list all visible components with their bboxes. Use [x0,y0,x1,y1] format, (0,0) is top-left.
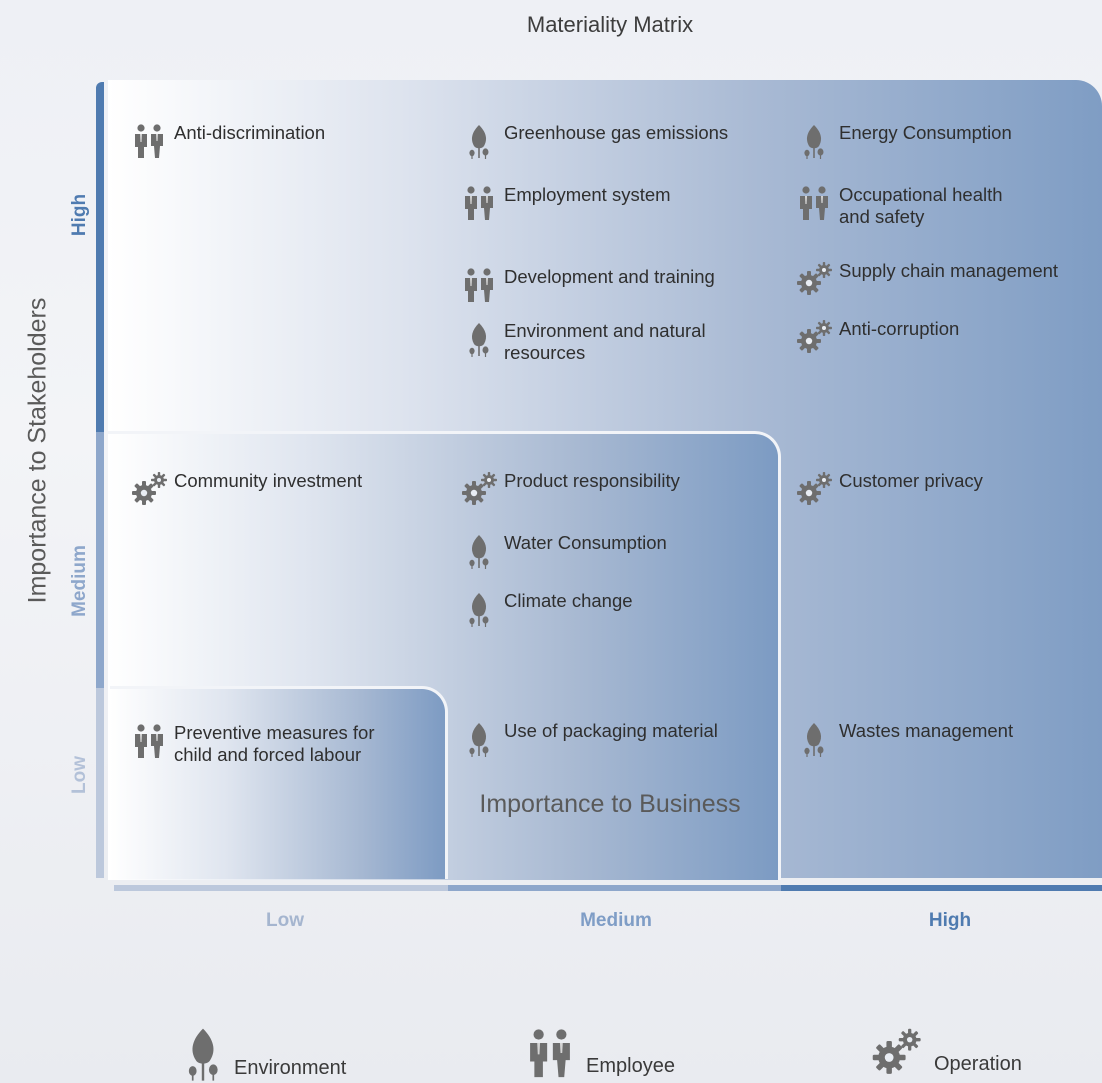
environment-icon [795,122,833,160]
employee-icon [522,1026,578,1080]
y-level-high: High [69,193,90,237]
operation-icon [795,260,833,298]
item-employment-system: Employment system [460,184,671,222]
operation-icon [460,470,498,508]
legend-operation: Operation [866,1026,1022,1078]
item-water-consumption: Water Consumption [460,532,667,570]
item-community-investment: Community investment [130,470,362,508]
x-axis-title: Importance to Business [479,790,741,818]
legend-environment: Environment [180,1026,346,1082]
region-low-business [110,686,448,879]
x-level-high: High [928,910,972,931]
environment-icon [180,1026,226,1082]
employee-icon [795,184,833,222]
item-preventive-measures: Preventive measures for child and forced… [130,722,375,766]
x-level-low: Low [266,910,304,931]
y-axis-medium-segment [96,432,104,688]
employee-icon [460,266,498,304]
item-wastes-management: Wastes management [795,720,1013,758]
item-customer-privacy: Customer privacy [795,470,983,508]
legend-employee: Employee [522,1026,675,1080]
x-level-medium: Medium [580,910,652,931]
item-greenhouse-gas-emissions: Greenhouse gas emissions [460,122,728,160]
x-axis-low-segment [114,885,448,891]
item-anti-discrimination: Anti-discrimination [130,122,325,160]
x-axis-medium-segment [448,885,781,891]
chart-title: Materiality Matrix [526,12,694,37]
employee-icon [460,184,498,222]
item-anti-corruption: Anti-corruption [795,318,959,356]
item-supply-chain-management: Supply chain management [795,260,1058,298]
item-energy-consumption: Energy Consumption [795,122,1012,160]
item-environment-and-natural-resources: Environment and natural resources [460,320,706,364]
operation-icon [866,1026,926,1078]
y-level-medium: Medium [69,545,90,617]
environment-icon [460,590,498,628]
environment-icon [795,720,833,758]
operation-icon [795,470,833,508]
y-axis-high-segment [96,82,104,432]
item-occupational-health-and-safety: Occupational health and safety [795,184,1003,228]
environment-icon [460,532,498,570]
item-use-of-packaging-material: Use of packaging material [460,720,718,758]
y-level-low: Low [69,756,90,794]
item-product-responsibility: Product responsibility [460,470,680,508]
y-axis-low-segment [96,688,104,878]
employee-icon [130,122,168,160]
operation-icon [795,318,833,356]
item-climate-change: Climate change [460,590,633,628]
environment-icon [460,720,498,758]
environment-icon [460,320,498,358]
environment-icon [460,122,498,160]
x-axis-high-segment [781,885,1102,891]
y-axis-title: Importance to Stakeholders [23,297,52,604]
item-development-and-training: Development and training [460,266,715,304]
employee-icon [130,722,168,760]
operation-icon [130,470,168,508]
